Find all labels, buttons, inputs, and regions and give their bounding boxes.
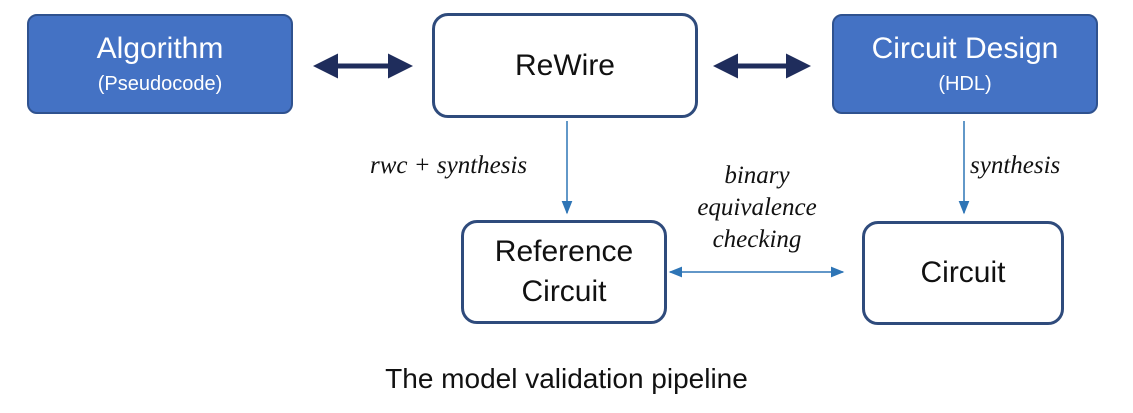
equivalence-label-line3: checking — [712, 226, 802, 253]
diagram-caption: The model validation pipeline — [385, 363, 748, 394]
algorithm-node: Algorithm (Pseudocode) — [27, 14, 293, 114]
reference-circuit-title-line2: Circuit — [521, 275, 607, 308]
algorithm-subtitle: (Pseudocode) — [97, 73, 223, 95]
equivalence-label-line2: equivalence — [697, 194, 817, 221]
reference-circuit-title-line1: Reference — [494, 235, 634, 268]
circuit-design-subtitle: (HDL) — [938, 73, 992, 95]
rewire-title: ReWire — [514, 48, 615, 82]
equivalence-label-line1: binary — [724, 162, 790, 189]
rewire-node: ReWire — [432, 13, 698, 118]
circuit-title: Circuit — [920, 256, 1006, 289]
circuit-design-node: Circuit Design (HDL) — [832, 14, 1098, 114]
rewire-to-reference-label: rwc + synthesis — [370, 152, 528, 179]
reference-circuit-node: Reference Circuit — [461, 220, 667, 324]
circuit-design-title: Circuit Design — [871, 32, 1059, 65]
circuit-node: Circuit — [862, 221, 1064, 325]
design-to-circuit-label: synthesis — [970, 152, 1061, 179]
algorithm-title: Algorithm — [96, 32, 224, 65]
